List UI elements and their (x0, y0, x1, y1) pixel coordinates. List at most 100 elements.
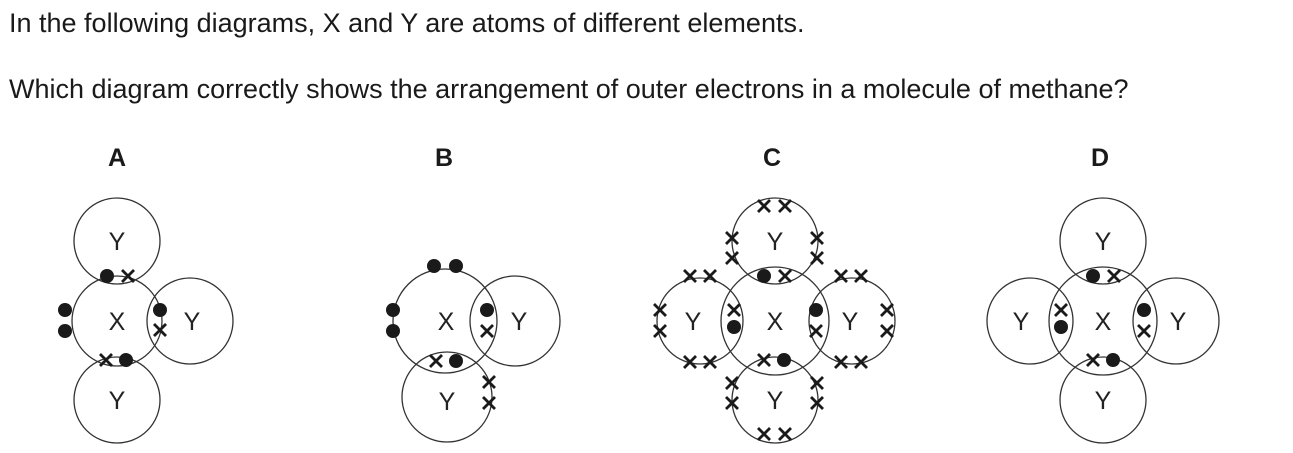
electron-cross (1137, 324, 1151, 338)
diagram-d[interactable]: X Y Y Y Y (986, 197, 1220, 444)
atom-x-symbol: X (767, 308, 784, 336)
electron-cross (1086, 353, 1100, 367)
electron-cross (778, 199, 792, 213)
electron-cross (1054, 303, 1068, 317)
electron-cross (1107, 269, 1121, 283)
electron-dot (1086, 269, 1100, 283)
electron-cross (153, 323, 167, 337)
question-prompt: Which diagram correctly shows the arrang… (9, 74, 1129, 104)
option-d-label[interactable]: D (1090, 144, 1110, 172)
option-b-label[interactable]: B (434, 144, 454, 172)
electron-dot (386, 324, 400, 338)
electron-cross (703, 269, 717, 283)
electron-dot (757, 269, 771, 283)
electron-cross (810, 396, 824, 410)
atom-y-symbol: Y (439, 388, 456, 416)
atom-y-ring (1059, 197, 1147, 285)
atom-y-ring (469, 275, 561, 367)
electron-dot (153, 303, 167, 317)
electron-cross (778, 269, 792, 283)
electron-cross (880, 303, 894, 317)
atom-x-ring (71, 275, 163, 367)
electron-cross (683, 269, 697, 283)
electron-cross (725, 376, 739, 390)
electron-cross (653, 303, 667, 317)
atom-y-ring (731, 197, 819, 285)
atom-x-symbol: X (438, 308, 455, 336)
electron-cross (757, 427, 771, 441)
atom-y-symbol: Y (109, 228, 126, 256)
electron-cross (482, 396, 496, 410)
atom-y-ring (401, 351, 493, 443)
electron-cross (429, 354, 443, 368)
electron-dot (777, 353, 791, 367)
atom-y-symbol: Y (1170, 308, 1187, 336)
electron-cross (99, 353, 113, 367)
electron-cross (810, 251, 824, 265)
electron-cross (854, 269, 868, 283)
option-c-label[interactable]: C (762, 144, 782, 172)
atom-y-ring (73, 197, 161, 285)
atom-x-ring (1048, 266, 1158, 376)
electron-cross (480, 324, 494, 338)
atom-y-symbol: Y (767, 387, 784, 415)
electron-cross (683, 355, 697, 369)
electron-dot (58, 324, 72, 338)
atom-y-symbol: Y (1095, 228, 1112, 256)
electron-dot (809, 303, 823, 317)
diagram-c[interactable]: X Y Y Y Y (653, 197, 896, 444)
electron-cross (854, 355, 868, 369)
electron-cross (809, 324, 823, 338)
atom-y-ring (1059, 356, 1147, 444)
electron-cross (653, 324, 667, 338)
electron-cross (778, 427, 792, 441)
atom-y-symbol: Y (842, 308, 859, 336)
atom-y-symbol: Y (1095, 387, 1112, 415)
atom-y-ring (146, 277, 234, 365)
electron-dot (386, 303, 400, 317)
atom-y-symbol: Y (511, 308, 528, 336)
electron-cross (727, 303, 741, 317)
electron-dot (449, 259, 463, 273)
electron-cross (810, 376, 824, 390)
electron-cross (757, 199, 771, 213)
atom-y-ring (808, 277, 896, 365)
atom-y-ring (986, 277, 1074, 365)
electron-cross (725, 251, 739, 265)
electron-cross (121, 269, 135, 283)
atom-y-symbol: Y (767, 228, 784, 256)
electron-dot (480, 303, 494, 317)
atom-y-ring (656, 277, 744, 365)
electron-cross (703, 355, 717, 369)
electron-dot (1106, 353, 1120, 367)
option-a-label[interactable]: A (107, 144, 127, 172)
atom-y-symbol: Y (1013, 308, 1030, 336)
atom-x-symbol: X (109, 308, 126, 336)
electron-dot (100, 269, 114, 283)
diagram-a[interactable]: X Y Y Y (58, 197, 234, 444)
atom-x-ring (392, 268, 498, 374)
atom-y-ring (73, 356, 161, 444)
electron-cross (725, 231, 739, 245)
electron-dot (449, 354, 463, 368)
electron-dot (119, 353, 133, 367)
electron-dot (727, 320, 741, 334)
electron-cross (834, 355, 848, 369)
question-intro: In the following diagrams, X and Y are a… (9, 8, 805, 38)
electron-cross (482, 375, 496, 389)
atom-y-ring (1132, 277, 1220, 365)
atom-x-ring (720, 266, 830, 376)
electron-dot (427, 259, 441, 273)
electron-cross (757, 353, 771, 367)
electron-dot (58, 303, 72, 317)
atom-y-symbol: Y (109, 387, 126, 415)
electron-dot (1054, 320, 1068, 334)
electron-dot (1137, 303, 1151, 317)
atom-y-symbol: Y (685, 308, 702, 336)
diagram-b[interactable]: X Y Y (386, 259, 561, 443)
electron-cross (834, 269, 848, 283)
atom-y-ring (731, 356, 819, 444)
electron-cross (810, 231, 824, 245)
electron-cross (880, 324, 894, 338)
